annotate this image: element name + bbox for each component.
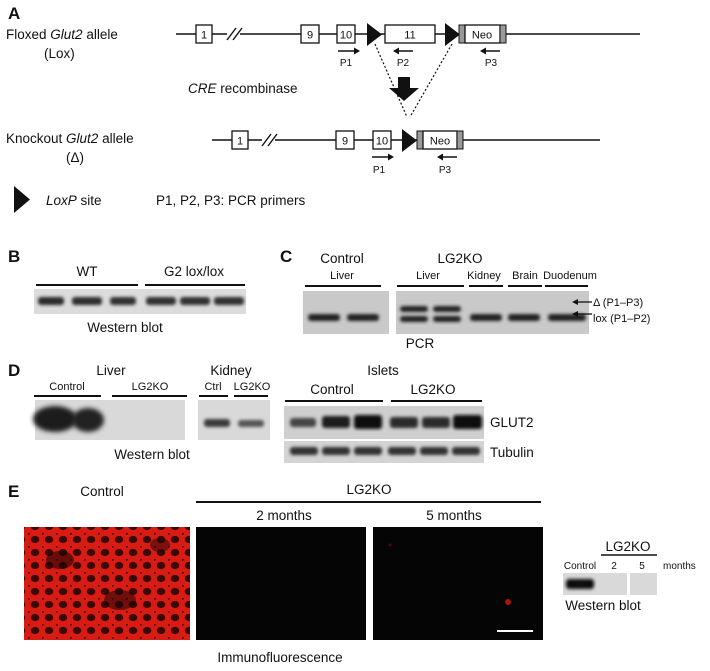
loxp-legend-icon — [14, 186, 30, 213]
liver-control-label: Control — [49, 381, 84, 393]
band-delta-arrow-icon — [572, 299, 578, 305]
ko-neo-label: Neo — [430, 136, 450, 148]
band-lox-arrow-icon — [572, 311, 578, 317]
exon-1-box — [195, 24, 213, 44]
liver-western-blot — [33, 400, 185, 440]
e-blot-caption: Western blot — [565, 598, 641, 613]
e-blot-months-label: months — [663, 561, 696, 572]
e-5months-label: 5 months — [426, 508, 482, 523]
exon-10-label: 10 — [340, 30, 352, 42]
exon-1-label: 1 — [201, 30, 207, 42]
primer-p1-label: P1 — [340, 58, 353, 69]
neo-label: Neo — [472, 30, 492, 42]
tissue-ko-brain-label: Brain — [512, 270, 538, 282]
band-delta-label: Δ (P1–P3) — [593, 297, 643, 309]
primer-p2-arrow-icon — [393, 47, 399, 55]
ko-exon-10-box — [372, 130, 392, 150]
floxed-allele-label: Floxed Glut2 allele — [6, 27, 118, 42]
kidney-title: Kidney — [210, 363, 252, 378]
panel-b-western-blot — [34, 289, 246, 314]
tissue-ko-liver-label: Liver — [416, 270, 440, 282]
ko-exon-9-box — [335, 130, 355, 150]
liver-title: Liver — [96, 363, 126, 378]
panel-d-caption: Western blot — [114, 447, 190, 462]
e-blot-2-label: 2 — [611, 561, 617, 572]
panel-e-label: E — [8, 482, 19, 501]
ko-2months-image — [196, 527, 366, 640]
islets-control-label: Control — [310, 382, 354, 397]
ko-primer-p3-arrow-icon — [437, 153, 443, 161]
band-glut2-label: GLUT2 — [490, 415, 534, 430]
primer-p2-label: P2 — [397, 58, 410, 69]
islets-tubulin-blot — [284, 441, 484, 463]
e-control-title: Control — [80, 484, 124, 499]
floxed-allele-diagram: 1 9 10 11 Neo P1 P2 P3 — [176, 23, 640, 118]
exon-11-box — [384, 24, 436, 44]
tissue-control-liver-label: Liver — [330, 270, 354, 282]
panel-c-pcr-gel — [303, 291, 589, 334]
panel-c-caption: PCR — [406, 336, 435, 351]
panel-e-caption: Immunofluorescence — [217, 650, 342, 665]
panel-b-caption: Western blot — [87, 320, 163, 335]
primer-p3-label: P3 — [485, 58, 498, 69]
cre-recombinase-label: CRE recombinase — [188, 81, 298, 96]
panel-d-label: D — [8, 361, 20, 380]
islets-glut2-blot — [284, 406, 484, 439]
e-2months-label: 2 months — [256, 508, 312, 523]
exon-9-box — [300, 24, 320, 44]
e-blot-control-label: Control — [564, 561, 596, 572]
kidney-lg2ko-label: LG2KO — [234, 381, 271, 393]
ko-exon-10-label: 10 — [376, 136, 388, 148]
recombination-arrow-icon — [389, 77, 419, 101]
tissue-ko-duodenum-label: Duodenum — [543, 270, 597, 282]
e-lg2ko-title: LG2KO — [346, 482, 391, 497]
ko-exon-1-label: 1 — [237, 136, 243, 148]
ko-exon-9-label: 9 — [342, 136, 348, 148]
e-blot-lg2ko-label: LG2KO — [605, 539, 650, 554]
exon-9-label: 9 — [307, 30, 313, 42]
loxp-site-1 — [367, 23, 382, 46]
ko-primer-p3-label: P3 — [439, 165, 452, 176]
kidney-western-blot — [198, 400, 270, 440]
panel-b-label: B — [8, 247, 20, 266]
islets-title: Islets — [367, 363, 399, 378]
ko-primer-p1-arrow-icon — [388, 153, 394, 161]
e-blot-5-label: 5 — [639, 561, 645, 572]
islets-lg2ko-label: LG2KO — [410, 382, 455, 397]
panel-a-label: A — [8, 4, 20, 23]
e-small-western-blot — [563, 573, 657, 595]
control-immunofluorescence-image — [24, 527, 190, 640]
loxp-legend-label: LoxP site — [46, 193, 102, 208]
floxed-allele-sublabel: (Lox) — [44, 46, 75, 61]
band-tubulin-label: Tubulin — [490, 445, 534, 460]
ko-exon-1-box — [231, 130, 249, 150]
tissue-ko-kidney-label: Kidney — [467, 270, 501, 282]
exon-10-box — [336, 24, 356, 44]
loxp-site-2 — [445, 23, 460, 46]
band-lox-label: lox (P1–P2) — [593, 313, 650, 325]
kidney-ctrl-label: Ctrl — [204, 381, 221, 393]
group-wt-label: WT — [77, 264, 98, 279]
primer-legend-label: P1, P2, P3: PCR primers — [156, 193, 306, 208]
ko-loxp-site — [402, 129, 417, 152]
knockout-allele-diagram: 1 9 10 Neo P1 P3 — [212, 129, 600, 176]
group-g2-loxlox-label: G2 lox/lox — [164, 264, 224, 279]
primer-p1-arrow-icon — [354, 47, 360, 55]
panel-c-label: C — [280, 247, 292, 266]
ko-5months-image — [373, 527, 543, 640]
ko-primer-p1-label: P1 — [373, 165, 386, 176]
primer-p3-arrow-icon — [480, 47, 486, 55]
group-control-label: Control — [320, 251, 364, 266]
exon-11-label: 11 — [404, 30, 415, 42]
liver-lg2ko-label: LG2KO — [132, 381, 169, 393]
knockout-allele-sublabel: (Δ) — [66, 150, 84, 165]
knockout-allele-label: Knockout Glut2 allele — [6, 131, 134, 146]
group-lg2ko-label: LG2KO — [437, 251, 482, 266]
